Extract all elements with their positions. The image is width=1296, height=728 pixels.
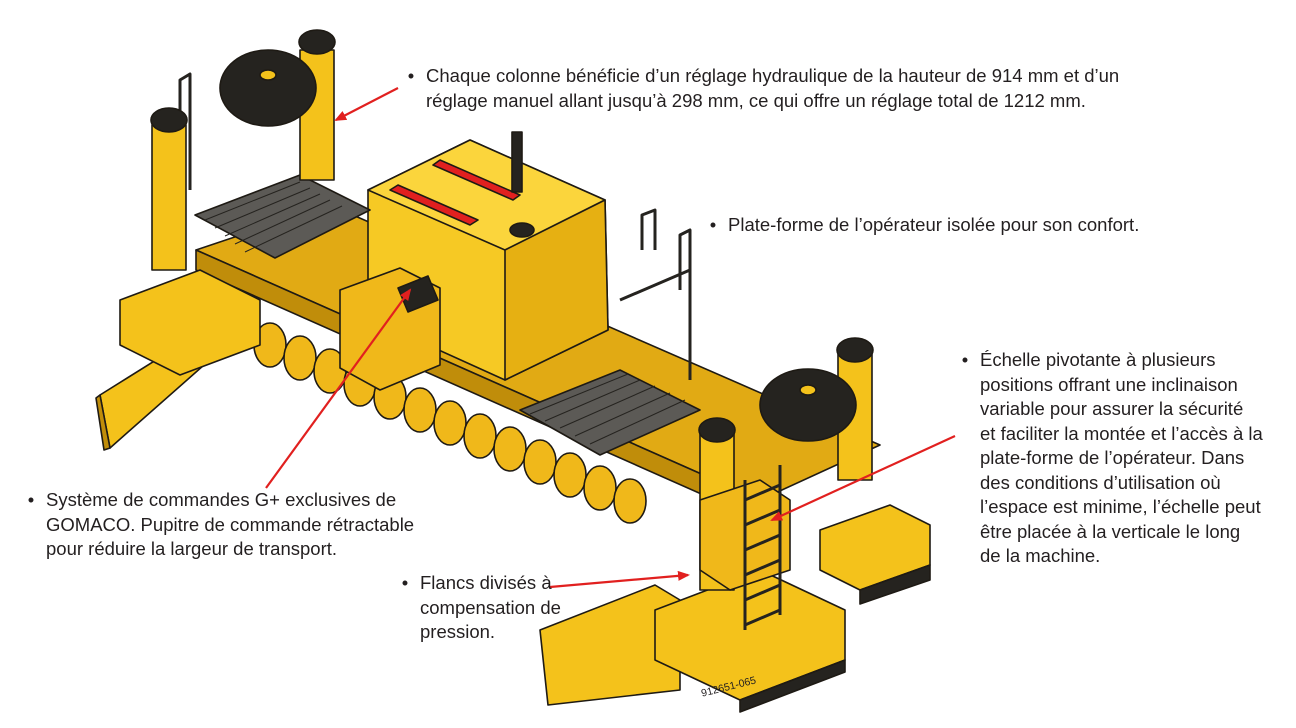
left-operator-platform [194,174,371,259]
callout-operator-platform-text: Plate-forme de l’opérateur isolée pour s… [728,214,1140,235]
left-front-column [151,124,187,271]
callout-columns: • Chaque colonne bénéficie d’un réglage … [404,64,1226,113]
arrow-sideforms [549,570,690,589]
bullet: • [27,489,35,510]
arrow-console [265,288,412,489]
callout-columns-text: Chaque colonne bénéficie d’un réglage hy… [426,65,1120,111]
right-operator-platform [519,369,701,456]
bullet: • [709,214,717,235]
callout-controls: • Système de commandes G+ exclusives de … [24,488,466,562]
callout-ladder-text: Échelle pivotante à plusieurs positions … [980,349,1263,566]
callout-operator-platform: • Plate-forme de l’opérateur isolée pour… [706,213,1288,238]
left-crawler [119,269,261,376]
arrow-columns [334,87,399,121]
callout-ladder: • Échelle pivotante à plusieurs position… [958,348,1296,569]
callout-arrows [265,87,956,589]
bullet: • [961,349,969,370]
bullet: • [407,65,415,86]
left-water-tank [219,49,317,127]
callout-controls-text: Système de commandes G+ exclusives de GO… [46,489,415,559]
bullet: • [401,572,409,593]
right-water-tank [759,368,857,442]
arrow-ladder [770,435,956,521]
callout-sideforms: • Flancs divisés à compensation de press… [398,571,610,645]
callout-sideforms-text: Flancs divisés à compensation de pressio… [420,572,561,642]
